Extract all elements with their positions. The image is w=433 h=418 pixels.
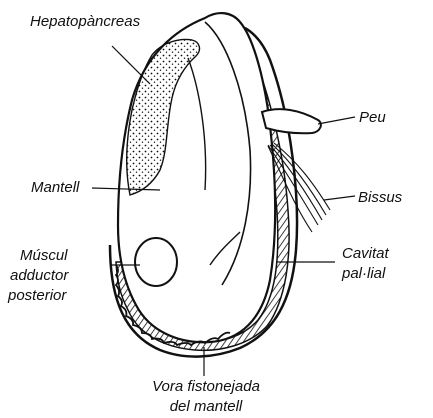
leader-bissus xyxy=(324,196,355,200)
label-del-mantell: del mantell xyxy=(170,398,243,415)
label-adductor: adductor xyxy=(10,267,69,284)
label-bissus: Bissus xyxy=(358,189,403,206)
label-muscul: Múscul xyxy=(20,247,68,264)
posterior-adductor-muscle xyxy=(135,238,177,286)
foot xyxy=(262,109,321,133)
label-vora-fistonejada: Vora fistonejada xyxy=(152,378,260,395)
label-posterior: posterior xyxy=(7,287,67,304)
label-palial: pal·lial xyxy=(341,265,386,282)
label-mantell: Mantell xyxy=(31,179,80,196)
label-cavitat: Cavitat xyxy=(342,245,390,262)
leader-peu xyxy=(318,117,355,124)
label-peu: Peu xyxy=(359,109,386,126)
label-hepatopancreas: Hepatopàncreas xyxy=(30,13,141,30)
leader-hepatopancreas xyxy=(112,46,150,84)
